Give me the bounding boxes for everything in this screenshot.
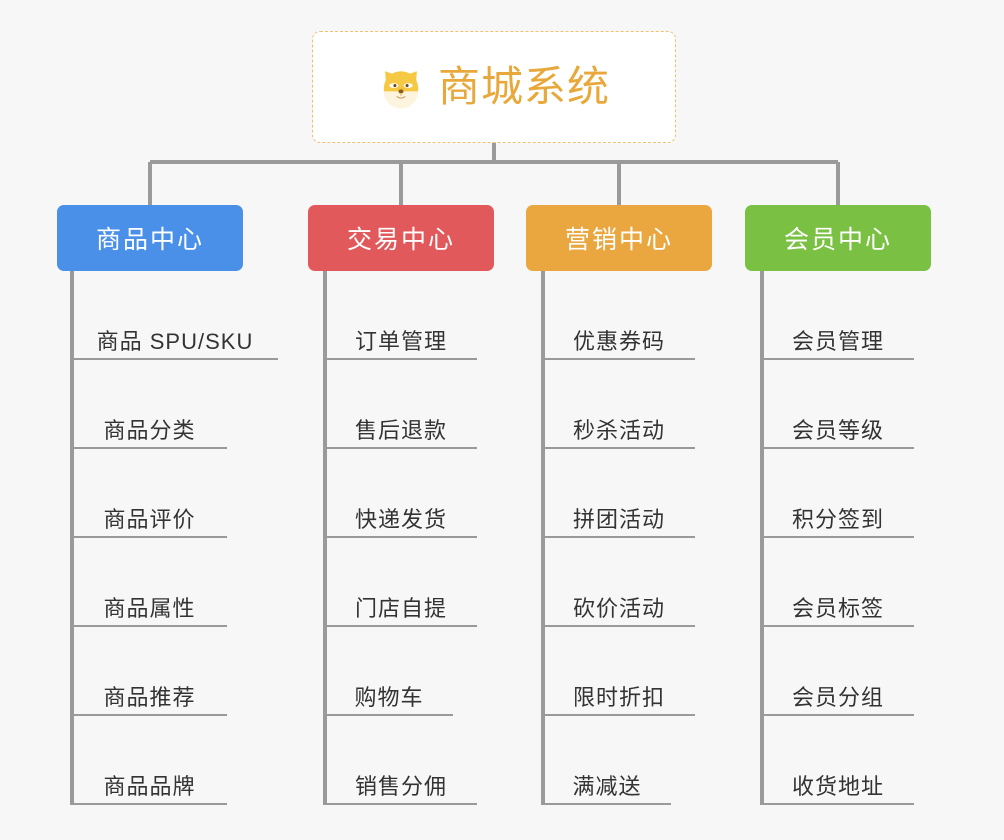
leaf-label: 会员标签	[791, 595, 884, 621]
root-node[interactable]: 商城系统	[312, 31, 676, 143]
leaf-label: 销售分佣	[354, 773, 447, 799]
root-title: 商城系统	[437, 63, 610, 110]
leaf-column-2: 优惠券码 秒杀活动 拼团活动 砍价活动 限时折扣 满减送	[543, 271, 695, 805]
leaf-item[interactable]: 限时折扣	[543, 627, 695, 716]
leaf-label: 拼团活动	[572, 506, 665, 532]
leaf-item[interactable]: 拼团活动	[543, 449, 695, 538]
branch-node-3[interactable]: 会员中心	[745, 205, 931, 271]
leaf-label: 会员管理	[791, 328, 884, 354]
leaf-label: 优惠券码	[572, 328, 665, 354]
leaf-label: 门店自提	[354, 595, 447, 621]
leaf-item[interactable]: 购物车	[325, 627, 453, 716]
leaf-item[interactable]: 销售分佣	[325, 716, 477, 805]
leaf-column-0: 商品 SPU/SKU 商品分类 商品评价 商品属性 商品推荐 商品品牌	[72, 271, 278, 805]
leaf-item[interactable]: 收货地址	[762, 716, 914, 805]
leaf-item[interactable]: 积分签到	[762, 449, 914, 538]
leaf-item[interactable]: 商品推荐	[72, 627, 227, 716]
leaf-item[interactable]: 会员管理	[762, 271, 914, 360]
leaf-item[interactable]: 商品属性	[72, 538, 227, 627]
branch-label-1: 交易中心	[346, 226, 455, 254]
leaf-label: 商品品牌	[103, 773, 196, 799]
leaf-column-3: 会员管理 会员等级 积分签到 会员标签 会员分组 收货地址	[762, 271, 914, 805]
leaf-label: 商品 SPU/SKU	[96, 328, 254, 354]
leaf-label: 秒杀活动	[572, 417, 665, 443]
leaf-item[interactable]: 门店自提	[325, 538, 477, 627]
leaf-label: 限时折扣	[572, 684, 665, 710]
leaf-item[interactable]: 售后退款	[325, 360, 477, 449]
leaf-item[interactable]: 快递发货	[325, 449, 477, 538]
leaf-item[interactable]: 秒杀活动	[543, 360, 695, 449]
leaf-item[interactable]: 会员等级	[762, 360, 914, 449]
branch-node-1[interactable]: 交易中心	[308, 205, 494, 271]
leaf-label: 满减送	[572, 773, 642, 799]
leaf-label: 订单管理	[354, 328, 447, 354]
leaf-label: 商品分类	[103, 417, 196, 443]
leaf-item[interactable]: 订单管理	[325, 271, 477, 360]
branch-node-2[interactable]: 营销中心	[526, 205, 712, 271]
leaf-label: 商品评价	[103, 506, 196, 532]
leaf-label: 购物车	[354, 684, 424, 710]
branch-label-2: 营销中心	[564, 226, 673, 254]
leaf-item[interactable]: 商品分类	[72, 360, 227, 449]
leaf-label: 商品推荐	[103, 684, 196, 710]
leaf-label: 收货地址	[791, 773, 884, 799]
leaf-label: 售后退款	[354, 417, 447, 443]
leaf-label: 会员分组	[791, 684, 884, 710]
branch-label-0: 商品中心	[95, 226, 204, 254]
leaf-column-1: 订单管理 售后退款 快递发货 门店自提 购物车 销售分佣	[325, 271, 477, 805]
leaf-item[interactable]: 商品评价	[72, 449, 227, 538]
leaf-label: 快递发货	[354, 506, 447, 532]
leaf-item[interactable]: 砍价活动	[543, 538, 695, 627]
leaf-label: 积分签到	[791, 506, 884, 532]
leaf-item[interactable]: 优惠券码	[543, 271, 695, 360]
leaf-item[interactable]: 商品品牌	[72, 716, 227, 805]
leaf-label: 砍价活动	[572, 595, 665, 621]
leaf-item[interactable]: 会员标签	[762, 538, 914, 627]
leaf-item[interactable]: 满减送	[543, 716, 671, 805]
leaf-item[interactable]: 会员分组	[762, 627, 914, 716]
branch-label-3: 会员中心	[783, 226, 892, 254]
leaf-label: 商品属性	[103, 595, 196, 621]
shiba-dog-face-icon	[383, 71, 419, 109]
leaf-label: 会员等级	[791, 417, 884, 443]
branch-node-0[interactable]: 商品中心	[57, 205, 243, 271]
leaf-item[interactable]: 商品 SPU/SKU	[72, 271, 278, 360]
